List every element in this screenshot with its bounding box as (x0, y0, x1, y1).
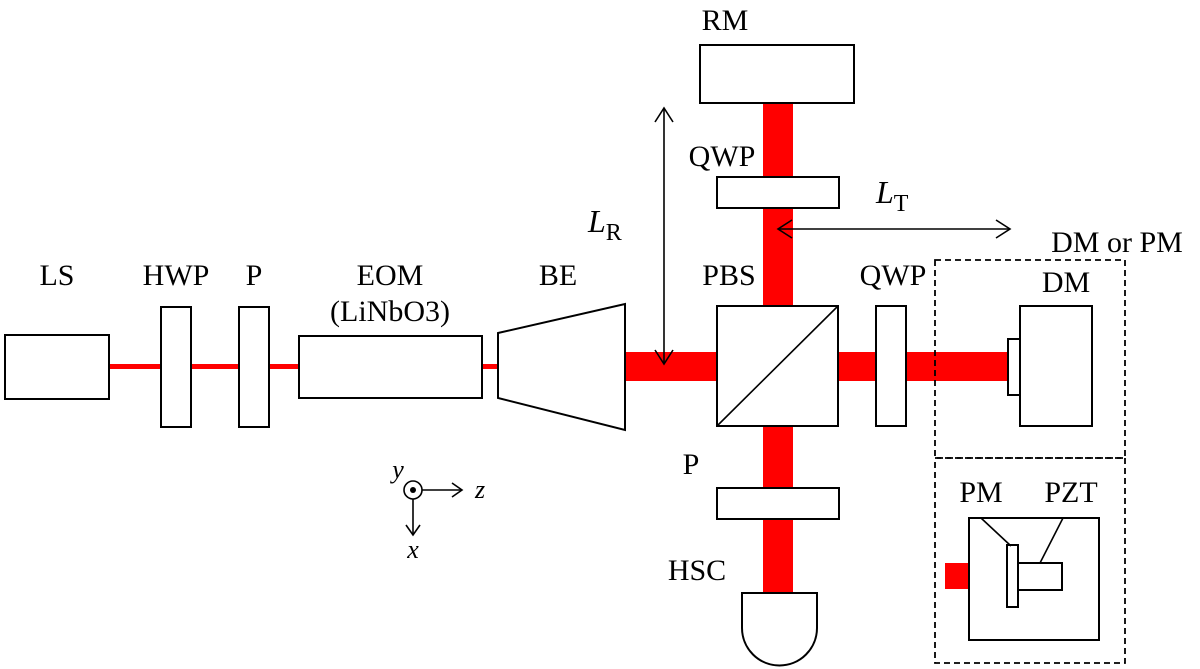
pzt-actuator (1014, 562, 1063, 591)
label-dm-or-pm: DM or PM (1051, 226, 1183, 259)
beam-expander (497, 302, 626, 432)
label-dm: DM (1042, 266, 1090, 299)
label-pzt: PZT (1044, 476, 1097, 509)
axis-y-dot-icon (410, 487, 416, 493)
label-ls: LS (39, 259, 74, 292)
label-p2: P (683, 448, 700, 481)
reference-mirror (699, 44, 855, 104)
axis-label-z: z (474, 475, 485, 504)
label-hwp: HWP (143, 259, 210, 292)
label-be: BE (539, 259, 577, 292)
axis-x-arrowhead (405, 524, 421, 537)
pm-option-box (934, 457, 1126, 664)
laser-source-box (4, 334, 110, 400)
high-speed-camera (741, 592, 818, 667)
polarizer-2 (716, 487, 840, 520)
lt-arrowhead-left (776, 219, 793, 239)
label-qwp-right: QWP (860, 259, 927, 292)
eom-box (298, 335, 483, 399)
label-lr: LR (587, 203, 622, 246)
pbs-diagonal (716, 305, 839, 427)
label-pm: PM (959, 476, 1002, 509)
axis-label-x: x (406, 535, 419, 564)
polarizer-1 (238, 306, 270, 428)
deformable-mirror-body (1019, 305, 1093, 427)
half-wave-plate (160, 306, 192, 428)
lr-arrowhead-top (654, 106, 674, 123)
plane-mirror (1006, 544, 1019, 608)
lr-arrowhead-bottom (654, 349, 674, 366)
label-p1: P (246, 259, 263, 292)
label-hsc: HSC (668, 554, 726, 587)
axis-label-y: y (389, 455, 404, 484)
pzt-leader-line (1039, 517, 1064, 564)
deformable-mirror-face (1007, 338, 1021, 396)
axis-z-arrowhead (451, 482, 464, 498)
label-qwp-top: QWP (689, 140, 756, 173)
lt-arrowhead-right (995, 219, 1012, 239)
label-lt: LT (875, 174, 909, 217)
label-eom: EOM (357, 259, 424, 292)
pm-leader-line (980, 517, 1012, 547)
quarter-wave-plate-right (875, 305, 907, 427)
quarter-wave-plate-top (716, 176, 840, 209)
label-rm: RM (702, 4, 749, 37)
label-pbs: PBS (702, 259, 755, 292)
label-eom-material: (LiNbO3) (330, 295, 450, 328)
